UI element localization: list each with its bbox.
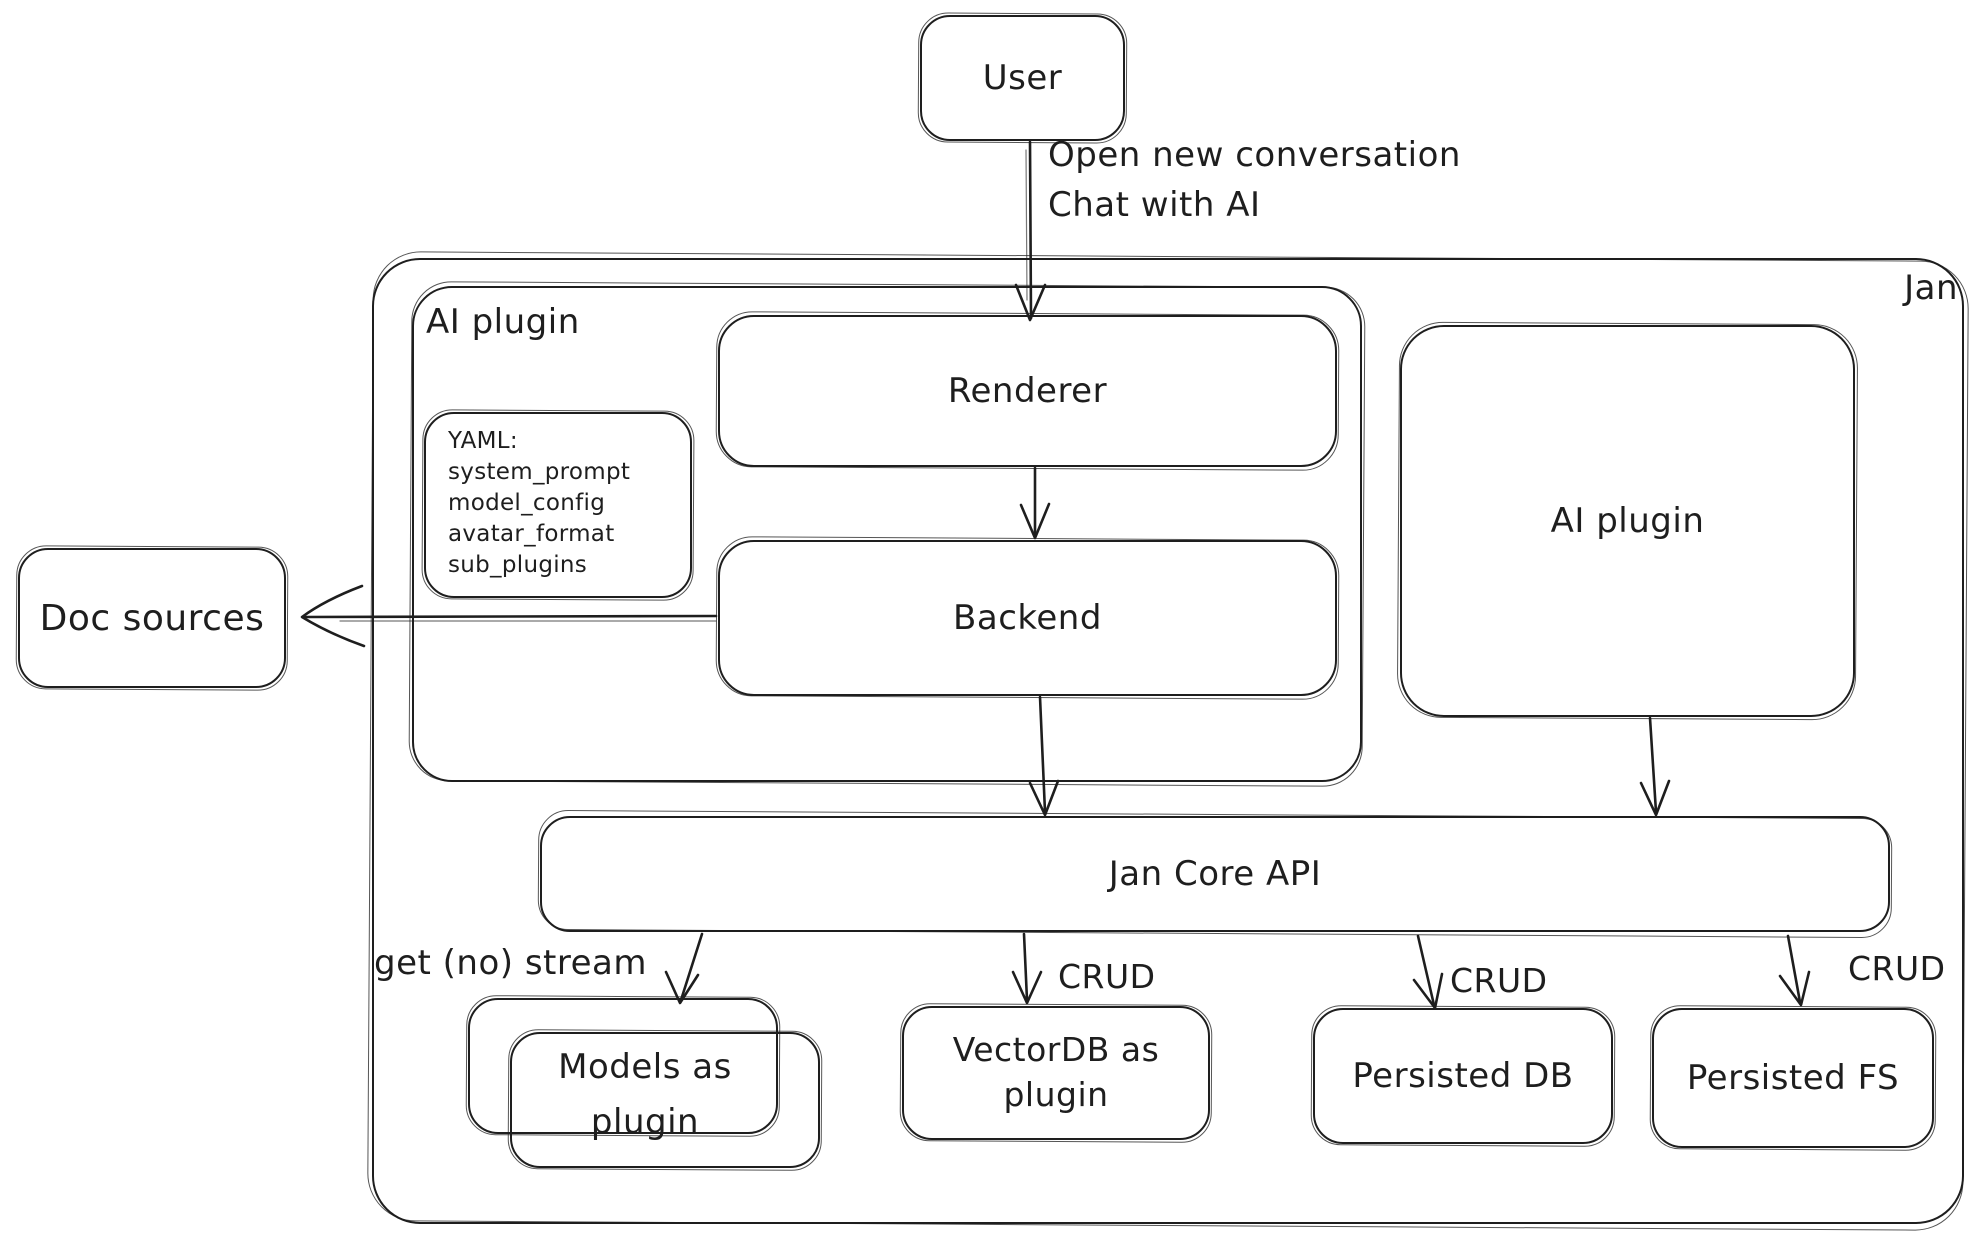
node-vectordb-label-line: VectorDB as — [952, 1030, 1160, 1070]
node-renderer: Renderer — [718, 315, 1337, 467]
node-persisted-fs: Persisted FS — [1652, 1008, 1934, 1148]
yaml-note-line: YAML: — [448, 428, 518, 454]
node-models-label-line: Models as — [558, 1047, 732, 1087]
edge-label-crud-persisted-fs: CRUD — [1848, 949, 1946, 988]
edge-label-line: Chat with AI — [1048, 185, 1261, 225]
node-vectordb: VectorDB as plugin — [902, 1006, 1210, 1140]
yaml-note-line: model_config — [448, 490, 606, 516]
edge-label-crud-persisted-db: CRUD — [1450, 961, 1548, 1000]
node-doc-sources-label: Doc sources — [39, 597, 265, 639]
node-backend: Backend — [718, 540, 1337, 696]
node-renderer-label: Renderer — [947, 371, 1108, 411]
yaml-note: YAML: system_prompt model_config avatar_… — [424, 412, 692, 598]
node-jan-core-api: Jan Core API — [540, 816, 1890, 932]
node-ai-plugin-right-label: AI plugin — [1550, 501, 1705, 541]
node-user: User — [920, 15, 1125, 141]
node-models-front-box — [510, 1032, 820, 1168]
node-backend-label: Backend — [953, 598, 1102, 638]
edge-label-line: Open new conversation — [1048, 135, 1461, 175]
jan-container-label: Jan — [1904, 268, 1958, 308]
node-models-label: Models as plugin — [485, 1040, 805, 1150]
ai-plugin-left-label: AI plugin — [426, 302, 580, 342]
edge-label-get-no-stream: get (no) stream — [374, 943, 647, 983]
edge-label-crud-vectordb: CRUD — [1058, 957, 1156, 996]
edge-label-user-to-renderer: Open new conversation Chat with AI — [1048, 130, 1461, 230]
node-models-label-line: plugin — [590, 1102, 700, 1142]
node-persisted-db: Persisted DB — [1313, 1008, 1613, 1144]
yaml-note-line: avatar_format — [448, 521, 615, 547]
node-persisted-db-label: Persisted DB — [1352, 1056, 1574, 1096]
ai-plugin-left-box — [412, 286, 1362, 782]
node-doc-sources: Doc sources — [18, 548, 286, 688]
node-ai-plugin-right: AI plugin — [1400, 325, 1855, 717]
node-user-label: User — [982, 58, 1063, 98]
node-vectordb-label-line: plugin — [1003, 1075, 1109, 1114]
node-persisted-fs-label: Persisted FS — [1686, 1058, 1900, 1098]
yaml-note-line: sub_plugins — [448, 552, 588, 578]
node-jan-core-api-label: Jan Core API — [1108, 854, 1322, 894]
yaml-note-line: system_prompt — [448, 459, 631, 485]
jan-container-box — [372, 258, 1964, 1224]
